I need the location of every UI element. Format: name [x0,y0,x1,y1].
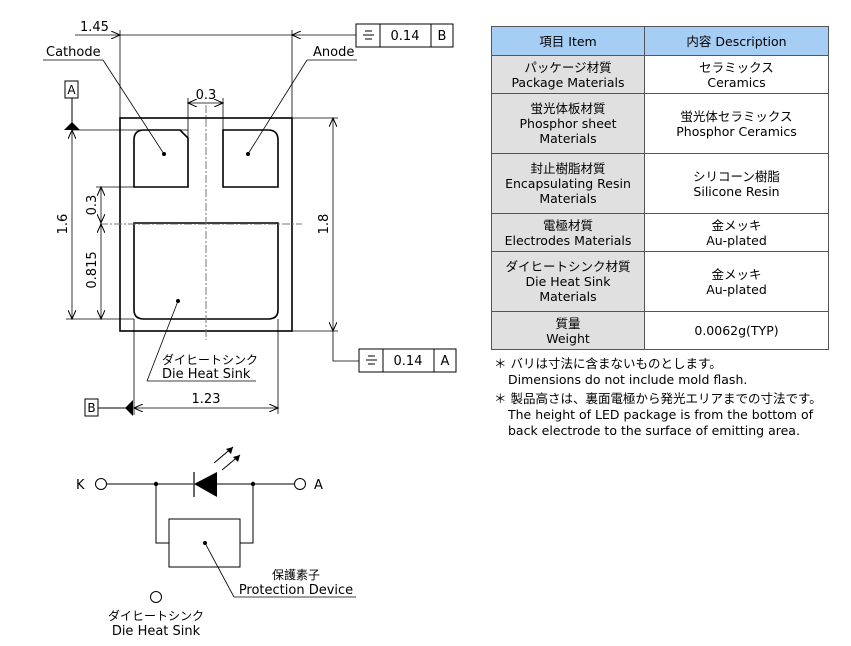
item-cell-line: 蛍光体板材質 [530,101,606,116]
light-emission-icon [213,446,241,471]
anode-label: Anode [313,45,354,60]
description-cell-line: 金メッキ [711,266,762,282]
terminal-a [294,478,306,490]
description-cell-line: Ceramics [707,74,766,90]
svg-text:A: A [441,354,450,369]
circuit-schematic: K A 保護素子 Protection Device ダイヒートシンク Die … [76,446,356,639]
die-heat-sink-pad [133,222,279,320]
table-header-row: 項目 Item 内容 Description [491,26,829,56]
anode-pad [222,129,279,188]
cathode-pad [133,129,189,188]
svg-text:B: B [87,401,95,415]
heat-sink-label-jp: ダイヒートシンク [108,608,204,623]
description-cell-line: 金メッキ [711,217,762,233]
item-cell-line: Die Heat Sink [525,274,611,289]
dim-sink-width-label: 1.23 [192,392,221,407]
description-cell-line: セラミックス [699,59,774,75]
note-en: Dimensions do not include mold flash. [508,372,748,387]
description-cell-line: Silicone Resin [693,183,780,199]
tolerance-frame-top: 0.14 B [355,23,454,48]
dim-pad-sink-gap-label: 0.3 [85,195,100,216]
terminal-k [95,478,107,490]
terminal-a-label: A [314,478,323,493]
heat-sink-terminal [150,591,162,603]
description-cell-line: Au-plated [706,232,767,248]
item-cell-line: 封止樹脂材質 [530,161,606,176]
led-diode-icon [194,472,217,497]
svg-text:0.14: 0.14 [391,29,420,44]
die-heat-sink-label-en: Die Heat Sink [162,367,251,382]
item-cell-line: Materials [539,191,597,206]
item-cell-line: Electrodes Materials [504,232,632,248]
dim-sink-height-label: 0.815 [85,251,100,288]
symmetry-icon [366,355,377,365]
item-cell-line: Encapsulating Resin [505,176,631,191]
note-item: ＊ 製品高さは、裏面電極から発光エリアまでの寸法です。The height of… [494,391,822,439]
datum-a: A [64,80,80,130]
note-en: back electrode to the surface of emittin… [508,423,800,438]
item-cell-line: Package Materials [511,74,625,90]
svg-text:0.14: 0.14 [394,354,423,369]
column-header-item: 項目 Item [491,26,645,56]
description-cell-line: 蛍光体セラミックス [680,108,793,124]
item-cell-line: パッケージ材質 [524,59,612,75]
item-cell-line: ダイヒートシンク材質 [505,259,631,274]
dim-overall-width-label: 1.45 [80,20,109,35]
tolerance-frame-bottom: 0.14 A [358,348,457,373]
item-cell-line: Materials [539,289,597,304]
protection-device-label-en: Protection Device [239,583,353,598]
item-cell-line: Weight [546,330,590,346]
svg-text:B: B [438,29,447,44]
note-jp: ＊ バリは寸法に含まないものとします。 [494,356,722,371]
description-cell-line: 0.0062g(TYP) [694,323,779,338]
svg-text:A: A [67,83,76,97]
description-cell-line: Au-plated [706,281,767,297]
protection-device-label-jp: 保護素子 [272,567,320,582]
terminal-k-label: K [76,478,85,493]
column-header-description: 内容 Description [644,26,829,56]
note-en: The height of LED package is from the bo… [508,407,814,422]
symmetry-icon [363,30,374,40]
item-cell-line: Phosphor sheet [519,116,617,131]
dim-pad-gap-label: 0.3 [196,88,217,103]
item-cell-line: 質量 [555,315,581,331]
dim-overall-height-label: 1.8 [317,214,332,235]
description-cell-line: Phosphor Ceramics [676,123,797,139]
dim-datum-height-label: 1.6 [56,214,71,235]
description-cell: 0.0062g(TYP) [644,311,829,350]
description-cell-line: シリコーン樹脂 [693,168,780,184]
datum-b: B [84,398,133,417]
notes: ＊ バリは寸法に含まないものとします。Dimensions do not inc… [494,356,822,442]
item-cell-line: 電極材質 [542,217,593,233]
item-cell-line: Materials [539,131,597,146]
die-heat-sink-label-jp: ダイヒートシンク [162,352,258,367]
note-item: ＊ バリは寸法に含まないものとします。Dimensions do not inc… [494,356,822,388]
cathode-label: Cathode [46,45,101,60]
heat-sink-label-en: Die Heat Sink [112,624,201,639]
note-jp: ＊ 製品高さは、裏面電極から発光エリアまでの寸法です。 [494,391,822,406]
